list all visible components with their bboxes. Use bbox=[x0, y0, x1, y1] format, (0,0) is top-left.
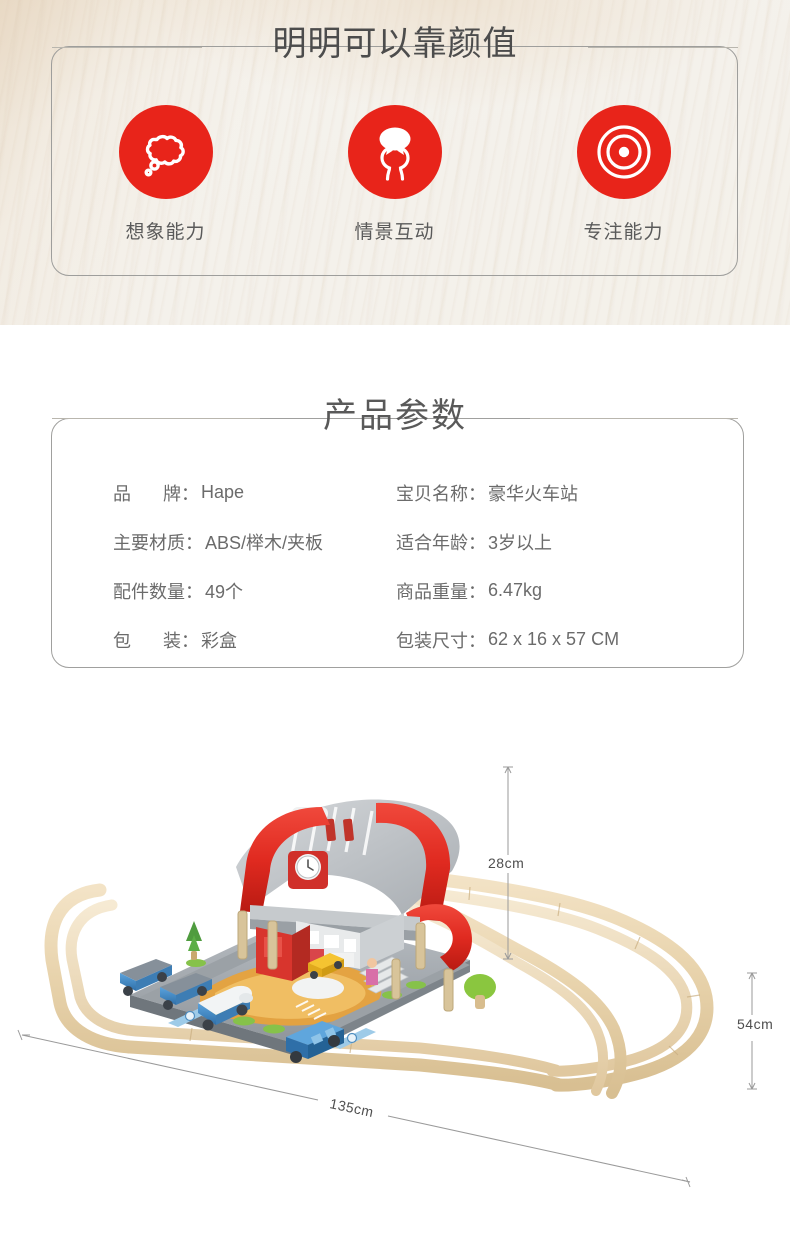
param-label: 主要材质 bbox=[113, 532, 185, 553]
params-card-frame bbox=[51, 418, 744, 668]
param-row: 品牌：Hape bbox=[51, 468, 381, 517]
param-row: 配件数量：49个 bbox=[51, 566, 381, 615]
param-row: 商品重量：6.47kg bbox=[381, 566, 744, 615]
param-separator: ： bbox=[181, 630, 199, 651]
thought-bubble-icon bbox=[118, 104, 213, 199]
feature-item-imagination: 想象能力 bbox=[71, 104, 261, 244]
feature-item-focus: 专注能力 bbox=[529, 104, 719, 244]
param-label: 配件数量 bbox=[113, 581, 185, 602]
param-separator: ： bbox=[468, 630, 486, 651]
param-value: 彩盒 bbox=[201, 630, 237, 651]
hero-glow bbox=[140, 0, 760, 110]
param-value: ABS/榉木/夹板 bbox=[205, 532, 324, 553]
param-label: 品牌 bbox=[113, 483, 181, 504]
feature-label: 想象能力 bbox=[125, 221, 206, 243]
target-rings-icon bbox=[576, 104, 671, 199]
feature-item-interaction: 情景互动 bbox=[300, 104, 490, 244]
param-separator: ： bbox=[185, 532, 203, 553]
param-row: 宝贝名称：豪华火车站 bbox=[381, 468, 744, 517]
param-value: 49个 bbox=[205, 581, 244, 602]
param-value: 62 x 16 x 57 CM bbox=[488, 629, 620, 649]
param-row: 适合年龄：3岁以上 bbox=[381, 517, 744, 566]
param-row: 包装：彩盒 bbox=[51, 615, 381, 664]
param-label: 宝贝名称 bbox=[396, 483, 468, 504]
params-section: 产品参数 品牌：Hape 宝贝名称：豪华火车站 主要材质：ABS/榉木/夹板 适… bbox=[0, 325, 790, 745]
param-value: 3岁以上 bbox=[488, 532, 553, 553]
params-title: 产品参数 bbox=[323, 397, 467, 435]
feature-label: 情景互动 bbox=[354, 221, 435, 243]
hero-title: 明明可以靠颜值 bbox=[272, 25, 518, 63]
dimension-height-label-abs: 28cm bbox=[488, 855, 525, 871]
feature-label: 专注能力 bbox=[583, 221, 664, 243]
dimension-depth-label: 54cm bbox=[737, 1016, 774, 1032]
param-row: 主要材质：ABS/榉木/夹板 bbox=[51, 517, 381, 566]
param-separator: ： bbox=[468, 532, 486, 553]
param-value: 6.47kg bbox=[488, 580, 543, 600]
product-photo bbox=[0, 745, 790, 1235]
param-row: 包装尺寸：62 x 16 x 57 CM bbox=[381, 615, 744, 664]
param-label: 包装尺寸 bbox=[396, 630, 468, 651]
params-rule-right bbox=[530, 418, 738, 419]
hero-card-frame bbox=[51, 46, 738, 276]
param-value: Hape bbox=[201, 482, 245, 502]
two-heads-speech-icon bbox=[347, 104, 442, 199]
param-label: 适合年龄 bbox=[396, 532, 468, 553]
param-label: 商品重量 bbox=[396, 581, 468, 602]
hero-rule-left bbox=[52, 47, 202, 48]
param-separator: ： bbox=[468, 483, 486, 504]
param-separator: ： bbox=[181, 483, 199, 504]
params-table: 品牌：Hape 宝贝名称：豪华火车站 主要材质：ABS/榉木/夹板 适合年龄：3… bbox=[51, 418, 744, 668]
feature-list: 想象能力 情景互动 专注能力 bbox=[51, 46, 738, 276]
hero-rule-right bbox=[588, 47, 738, 48]
param-value: 豪华火车站 bbox=[488, 483, 578, 504]
param-label: 包装 bbox=[113, 630, 181, 651]
param-separator: ： bbox=[468, 581, 486, 602]
params-rule-left bbox=[52, 418, 260, 419]
param-separator: ： bbox=[185, 581, 203, 602]
